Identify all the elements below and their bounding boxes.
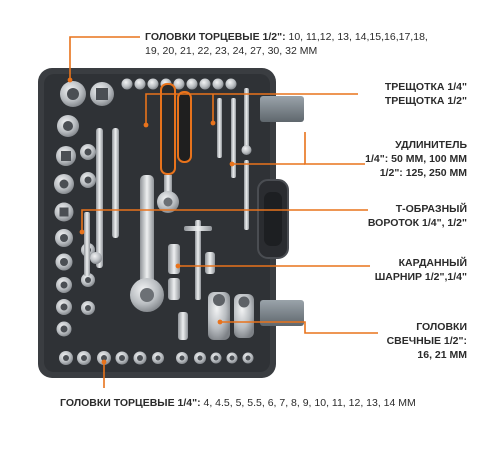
label-universal-joint: КАРДАННЫЙ ШАРНИР 1/2",1/4" [375,256,467,284]
label-sockets-half-title: ГОЛОВКИ ТОРЦЕВЫЕ 1/2": [145,31,286,43]
label-sockets-half-sizes-2: 19, 20, 21, 22, 23, 24, 27, 30, 32 ММ [145,45,318,57]
label-spark-plug: ГОЛОВКИ СВЕЧНЫЕ 1/2": 16, 21 ММ [387,320,467,362]
callout-lines [67,36,378,388]
extensions [96,88,252,268]
sockets-top-row [121,78,237,90]
label-sockets-quarter-sizes: 4, 4.5, 5, 5.5, 6, 7, 8, 9, 10, 11, 12, … [200,397,416,409]
ratchet-quarter [157,83,179,213]
label-sockets-half: ГОЛОВКИ ТОРЦЕВЫЕ 1/2": 10, 11,12, 13, 14… [145,30,428,58]
label-universal-joint-line2: ШАРНИР 1/2",1/4" [374,271,467,283]
latch-top [260,96,304,122]
ratchet-half [130,175,164,312]
sockets-half-column [54,81,114,337]
t-bar [84,212,212,300]
label-universal-joint-line1: КАРДАННЫЙ [398,257,467,269]
label-ratchet-line1: ТРЕЩОТКА 1/4" [384,81,467,93]
bit-holder [177,91,192,163]
label-extension-line2: 1/2": 125, 250 ММ [379,167,467,179]
label-t-bar-line2: ВОРОТОК 1/4", 1/2" [367,217,467,229]
label-spark-plug-line3: 16, 21 ММ [417,349,467,361]
universal-joints [168,244,215,340]
label-spark-plug-line2: СВЕЧНЫЕ 1/2": [386,335,467,347]
label-sockets-quarter: ГОЛОВКИ ТОРЦЕВЫЕ 1/4": 4, 4.5, 5, 5.5, 6… [60,396,416,410]
spark-plug-sockets [208,292,254,340]
label-t-bar: Т-ОБРАЗНЫЙ ВОРОТОК 1/4", 1/2" [368,202,467,230]
label-sockets-quarter-title: ГОЛОВКИ ТОРЦЕВЫЕ 1/4": [60,397,201,409]
label-t-bar-line1: Т-ОБРАЗНЫЙ [395,203,467,215]
latch-bottom [260,300,304,326]
label-ratchet: ТРЕЩОТКА 1/4" ТРЕЩОТКА 1/2" [385,80,467,108]
label-extension: УДЛИНИТЕЛЬ 1/4": 50 ММ, 100 ММ 1/2": 125… [365,138,467,180]
label-ratchet-line2: ТРЕЩОТКА 1/2" [384,95,467,107]
label-extension-line1: 1/4": 50 ММ, 100 ММ [365,153,467,165]
sockets-quarter-row [59,351,254,365]
label-spark-plug-line1: ГОЛОВКИ [416,321,467,333]
label-sockets-half-sizes: 10, 11,12, 13, 14,15,16,17,18, [285,31,428,43]
label-extension-title: УДЛИНИТЕЛЬ [395,139,467,151]
